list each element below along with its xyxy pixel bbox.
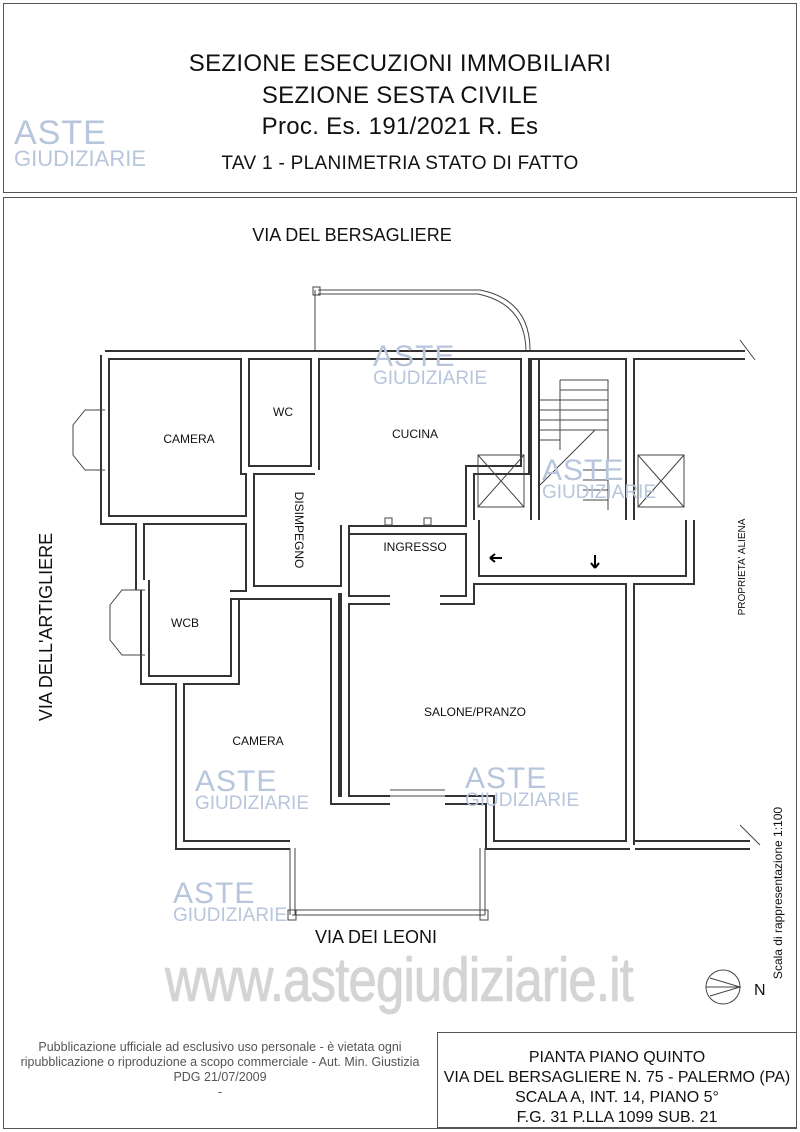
title-block: PIANTA PIANO QUINTO VIA DEL BERSAGLIERE … (437, 1032, 797, 1128)
watermark-notice-3: - (217, 1085, 223, 1099)
room-ingresso: INGRESSO (383, 540, 446, 554)
watermark-notice-2: ripubblicazione o riproduzione a scopo c… (20, 1055, 420, 1084)
scale-label: Scala di rappresentazione 1:100 (771, 807, 785, 979)
room-camera-1: CAMERA (163, 432, 214, 446)
header-line-1: SEZIONE ESECUZIONI IMMOBILIARI (188, 50, 612, 77)
room-wc: WC (273, 405, 293, 419)
fixtures (72, 286, 761, 921)
watermark-notice-1: Pubblicazione ufficiale ad esclusivo uso… (38, 1040, 402, 1054)
title-block-line-4: F.G. 31 P.LLA 1099 SUB. 21 (516, 1109, 718, 1126)
north-label: N (754, 982, 766, 999)
room-disimpegno: DISIMPEGNO (292, 492, 306, 569)
adjacent-property: PROPRIETA' ALIENA (737, 518, 748, 615)
header-line-3: Proc. Es. 191/2021 R. Es (261, 113, 539, 140)
title-block-line-1: PIANTA PIANO QUINTO (528, 1049, 706, 1066)
room-wcb: WCB (171, 616, 199, 630)
watermark-notice: Pubblicazione ufficiale ad esclusivo uso… (8, 1040, 432, 1100)
watermark-url: www.astegiudiziarie.it (165, 946, 634, 1015)
street-top: VIA DEL BERSAGLIERE (252, 225, 451, 245)
room-camera-2: CAMERA (232, 734, 283, 748)
walls (100, 350, 750, 850)
title-block-line-2: VIA DEL BERSAGLIERE N. 75 - PALERMO (PA) (443, 1069, 791, 1086)
street-left: VIA DELL'ARTIGLIERE (36, 533, 56, 721)
header-frame (3, 3, 797, 193)
header-line-2: SEZIONE SESTA CIVILE (261, 82, 539, 109)
drawing-frame (3, 197, 797, 1129)
room-salone-pranzo: SALONE/PRANZO (424, 705, 526, 719)
street-bottom: VIA DEI LEONI (315, 927, 437, 947)
room-cucina: CUCINA (392, 427, 438, 441)
north-arrow (705, 969, 742, 1005)
header-line-4: TAV 1 - PLANIMETRIA STATO DI FATTO (221, 153, 579, 174)
title-block-line-3: SCALA A, INT. 14, PIANO 5° (515, 1089, 719, 1106)
